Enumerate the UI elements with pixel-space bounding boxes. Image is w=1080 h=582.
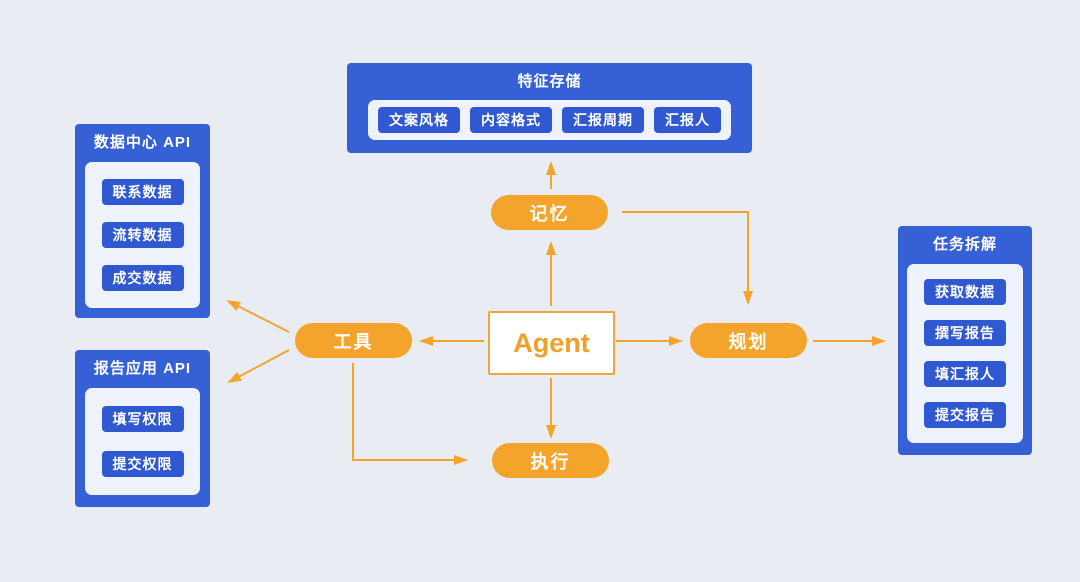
chip-deal-data: 成交数据 [101, 265, 184, 291]
feature-store-title: 特征存储 [517, 73, 582, 90]
feature-store-panel: 文案风格 内容格式 汇报周期 汇报人 [368, 100, 731, 140]
chip-write-permission: 填写权限 [101, 406, 184, 433]
agent-node: Agent [488, 311, 615, 375]
memory-node: 记忆 [491, 195, 608, 230]
task-breakdown-title: 任务拆解 [932, 236, 997, 253]
execution-node: 执行 [492, 443, 609, 478]
task-breakdown-panel: 获取数据 撰写报告 填汇报人 提交报告 [907, 264, 1023, 443]
chip-report-cycle: 汇报周期 [562, 107, 644, 133]
data-center-api-box: 数据中心 API 联系数据 流转数据 成交数据 [75, 124, 210, 318]
planning-node: 规划 [690, 323, 807, 358]
chip-get-data: 获取数据 [924, 279, 1006, 305]
report-app-api-box: 报告应用 API 填写权限 提交权限 [75, 350, 210, 507]
report-app-api-title: 报告应用 API [93, 360, 192, 377]
chip-fill-reporter: 填汇报人 [924, 361, 1006, 387]
chip-submit-permission: 提交权限 [101, 450, 184, 477]
arrow-memory-to-planning [622, 211, 753, 305]
chip-content-format: 内容格式 [470, 107, 552, 133]
tools-node: 工具 [295, 323, 412, 358]
data-center-api-panel: 联系数据 流转数据 成交数据 [85, 162, 200, 308]
chip-copy-style: 文案风格 [378, 107, 460, 133]
arrow-tools-to-report-app [227, 349, 290, 383]
chip-contact-data: 联系数据 [101, 179, 184, 205]
task-breakdown-box: 任务拆解 获取数据 撰写报告 填汇报人 提交报告 [898, 226, 1032, 455]
chip-reporter: 汇报人 [654, 107, 721, 133]
feature-store-box: 特征存储 文案风格 内容格式 汇报周期 汇报人 [347, 63, 752, 153]
data-center-api-title: 数据中心 API [93, 134, 192, 151]
arrow-tools-to-data-center [226, 300, 290, 333]
chip-write-report: 撰写报告 [924, 320, 1006, 346]
arrow-tools-to-execution [352, 363, 468, 465]
chip-flow-data: 流转数据 [101, 222, 184, 248]
chip-submit-report: 提交报告 [924, 402, 1006, 428]
report-app-api-panel: 填写权限 提交权限 [85, 388, 200, 495]
